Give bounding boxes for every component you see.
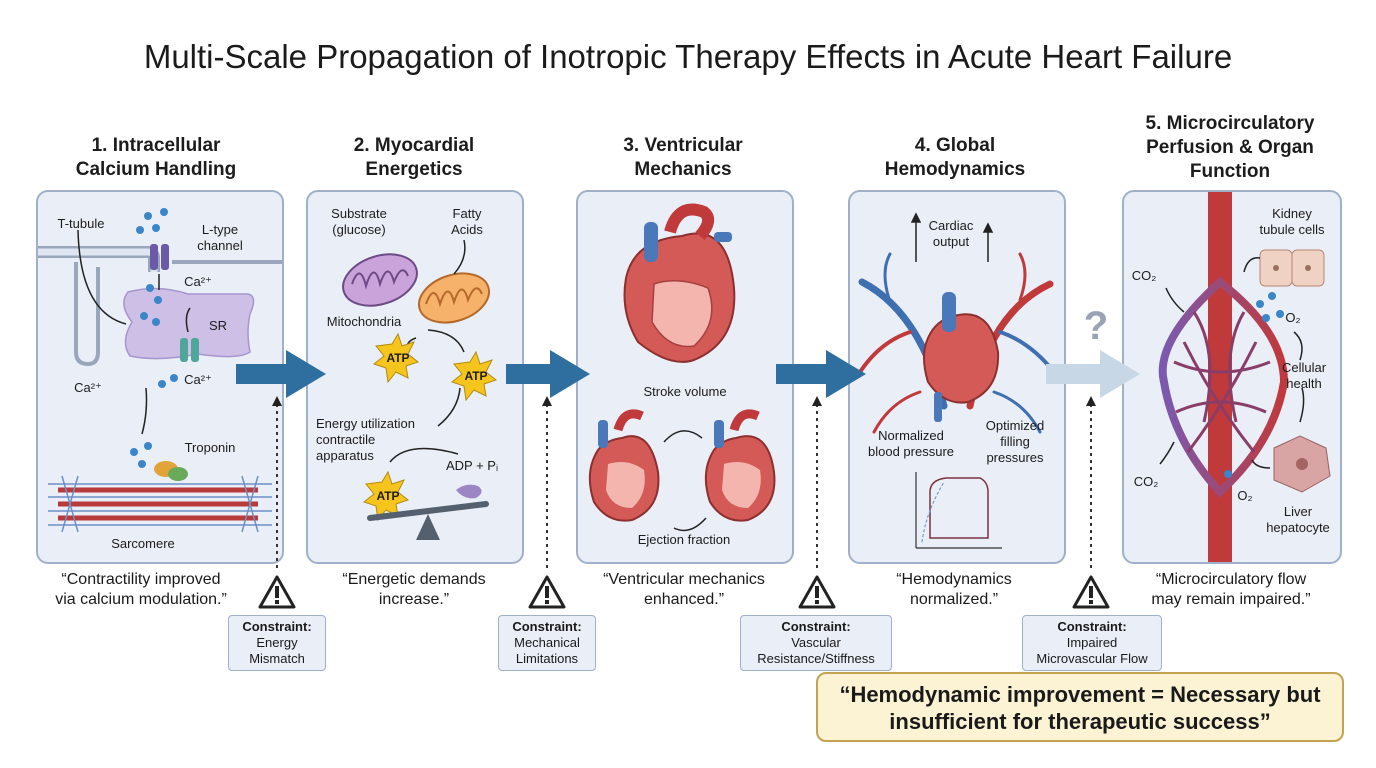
liver-label: Liver hepatocyte (1266, 504, 1330, 535)
constraint-heading: Constraint: (1057, 619, 1127, 634)
stage-2-title: 2. Myocardial Energetics (306, 134, 522, 182)
substrate-label: Substrate (glucose) (331, 206, 387, 237)
atp-burst-icon (362, 332, 498, 522)
stage-1-quote: “Contractility improved via calcium modu… (55, 571, 227, 608)
heart-icon (588, 409, 660, 522)
mitochondria-icon (342, 253, 490, 324)
warning-icon (528, 575, 566, 609)
blood-pressure-label: Normalized blood pressure (868, 428, 954, 459)
stage-4-title: 4. Global Hemodynamics (848, 134, 1062, 182)
ventricular-illustration (588, 203, 776, 532)
panel-microcirculation: Kidney tubule cells CO₂ O₂ Cellular heal… (1122, 190, 1342, 564)
panel-calcium-handling: T-tubule L-type channel Ca²⁺ SR Ca²⁺ Ca²… (36, 190, 284, 564)
sarcomere-label: Sarcomere (111, 536, 175, 551)
fatty-acids-label: Fatty Acids (451, 206, 483, 237)
co2-label: CO₂ (1133, 474, 1159, 489)
calcium-influx-label: Ca²⁺ (184, 274, 212, 289)
constraint-mechanical-limitations: Constraint: Mechanical Limitations (498, 615, 596, 671)
warning-icon (798, 575, 836, 609)
stage-3-quote: “Ventricular mechanics enhanced.” (603, 571, 765, 608)
adp-label: ADP + Pᵢ (445, 458, 499, 473)
l-type-channel-label: L-type channel (197, 222, 243, 253)
constraint-vascular-resistance: Constraint: Vascular Resistance/Stiffnes… (740, 615, 892, 671)
cellular-health-label: Cellular health (1281, 360, 1327, 391)
constraint-text: Mechanical Limitations (514, 635, 580, 666)
energetics-illustration (342, 239, 498, 540)
stage-5-title-line: 5. Microcirculatory (1145, 113, 1315, 134)
warning-icon (1072, 575, 1110, 609)
stage-3-title: 3. Ventricular Mechanics (576, 134, 790, 182)
troponin-label: Troponin (184, 440, 236, 455)
stage-2-title-line: 2. Myocardial (353, 135, 475, 156)
heart-icon (623, 203, 736, 363)
o2-label: O₂ (1237, 488, 1253, 503)
energy-utilization-label: Energy utilization contractile apparatus (316, 416, 415, 463)
atp-label: ATP (464, 369, 488, 383)
stage-1-title: 1. Intracellular Calcium Handling (36, 134, 276, 182)
atp-label: ATP (376, 489, 400, 503)
calcium-handling-illustration (38, 208, 282, 533)
constraint-text: Energy Mismatch (249, 635, 305, 666)
co2-label: CO₂ (1131, 268, 1157, 283)
hemodynamics-illustration (858, 212, 1056, 549)
ejection-fraction-label: Ejection fraction (637, 532, 731, 547)
constraint-text: Vascular Resistance/Stiffness (757, 635, 875, 666)
stage-1-title-line: Calcium Handling (75, 159, 237, 180)
constraint-microvascular-flow: Constraint: Impaired Microvascular Flow (1022, 615, 1162, 671)
dotted-connector-arrowhead (272, 396, 1096, 406)
constraint-heading: Constraint: (242, 619, 312, 634)
heart-icon (704, 409, 776, 522)
stage-5-title: 5. Microcirculatory Perfusion & Organ Fu… (1122, 112, 1338, 184)
constraint-text: Impaired Microvascular Flow (1036, 635, 1148, 666)
panel-global-hemodynamics: Cardiac output Normalized blood pressure… (848, 190, 1066, 564)
sr-label: SR (208, 318, 228, 333)
o2-label: O₂ (1285, 310, 1301, 325)
atp-label: ATP (386, 351, 410, 365)
constraint-heading: Constraint: (781, 619, 851, 634)
stage-4-title-line: Hemodynamics (884, 159, 1026, 180)
stage-1-title-line: 1. Intracellular (91, 135, 221, 156)
question-mark: ? (1083, 304, 1109, 348)
stage-5-quote: “Microcirculatory flow may remain impair… (1151, 571, 1311, 608)
flow-arrow (236, 350, 866, 398)
stage-3-title-line: 3. Ventricular (623, 135, 743, 156)
figure-title: Multi-Scale Propagation of Inotropic The… (143, 38, 1233, 75)
cardiac-output-label: Cardiac output (928, 218, 974, 249)
constraint-heading: Constraint: (512, 619, 582, 634)
kidney-label: Kidney tubule cells (1259, 206, 1325, 237)
t-tubule-label: T-tubule (57, 216, 105, 231)
stage-4-quote: “Hemodynamics normalized.” (896, 571, 1012, 608)
mitochondria-label: Mitochondria (326, 314, 402, 329)
dotted-connector (276, 404, 1092, 572)
stage-3-title-line: Mechanics (634, 159, 732, 180)
calcium-cytosol-label: Ca²⁺ (74, 380, 102, 395)
faded-flow-arrow (1046, 350, 1140, 398)
constraint-energy-mismatch: Constraint: Energy Mismatch (228, 615, 326, 671)
filling-pressures-label: Optimized filling pressures (985, 418, 1045, 465)
stage-2-title-line: Energetics (365, 159, 463, 180)
stage-5-title-line: Function (1189, 161, 1271, 182)
panel-ventricular-mechanics: Stroke volume Ejection fraction (576, 190, 794, 564)
stroke-volume-label: Stroke volume (643, 384, 727, 399)
calcium-release-label: Ca²⁺ (184, 372, 212, 387)
warning-icon (258, 575, 296, 609)
stage-2-quote: “Energetic demands increase.” (342, 571, 486, 608)
capillary-network-icon (1158, 192, 1331, 562)
panel-myocardial-energetics: Substrate (glucose) Fatty Acids Mitochon… (306, 190, 524, 564)
stage-5-title-line: Perfusion & Organ (1146, 137, 1314, 158)
stage-4-title-line: 4. Global (914, 135, 996, 156)
summary-callout: “Hemodynamic improvement = Necessary but… (816, 672, 1344, 742)
